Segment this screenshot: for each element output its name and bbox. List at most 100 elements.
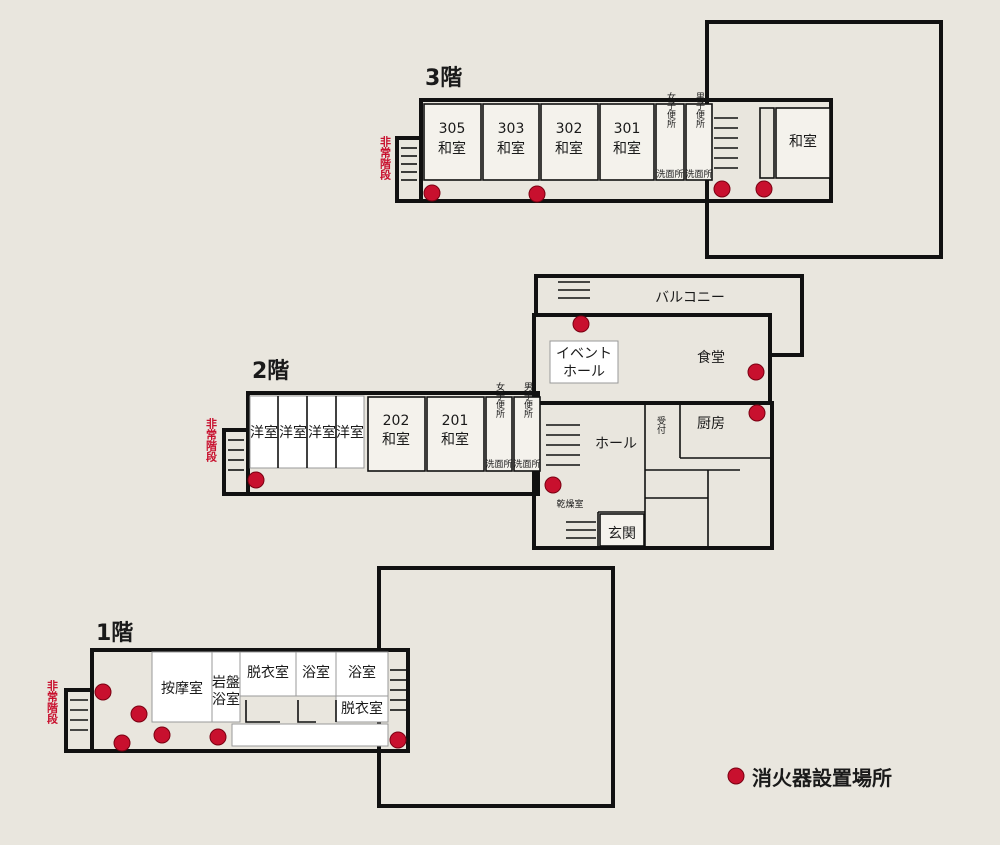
event-hall-label-line-1: イベント	[556, 346, 612, 362]
men-restroom-3f	[685, 103, 713, 181]
floor-3-stair-outline	[395, 136, 423, 203]
corridor-patch	[231, 723, 389, 747]
floor-1-stairs-icon	[70, 669, 406, 731]
room-305	[423, 103, 482, 181]
bath-room-1	[295, 651, 337, 697]
floor-3-extinguishers	[423, 180, 773, 203]
event-hall-label-line-2: ホール	[563, 364, 605, 380]
extinguisher-marker	[747, 363, 765, 381]
floor-1: 1階 非常階段 按摩室 岩盤 浴室 脱衣室 浴室 浴室 脱衣室	[46, 566, 615, 808]
floor-1-annex-outline	[377, 566, 615, 808]
floor-3: 3階 非常階段 305 和室 303 和室 302 和室 301 和室 女子便	[379, 20, 943, 259]
legend: 消火器設置場所	[727, 766, 892, 790]
yoshitsu-1-label: 洋室	[250, 424, 278, 441]
room-302-number: 302	[556, 121, 583, 137]
entrance-room	[599, 513, 645, 547]
bedrock-bath-label-line-2: 浴室	[212, 691, 240, 708]
extinguisher-marker	[153, 726, 171, 744]
floor-2-stairs-icon	[228, 281, 596, 539]
dressing-room-2	[335, 695, 389, 723]
extinguisher-marker	[423, 184, 441, 202]
room-301-number: 301	[614, 121, 641, 137]
room-201	[426, 396, 485, 472]
drying-room-label: 乾燥室	[556, 498, 583, 510]
extinguisher-marker	[389, 731, 407, 749]
room-303	[482, 103, 540, 181]
room-washitsu-3f-label: 和室	[789, 133, 817, 150]
room-303-number: 303	[498, 121, 525, 137]
room-202	[367, 396, 426, 472]
floor-3-inner-stairs-icon	[714, 107, 775, 179]
extinguisher-marker	[94, 683, 112, 701]
massage-room-label: 按摩室	[161, 680, 203, 697]
extinguisher-marker	[113, 734, 131, 752]
men-restroom-3f-label: 男子便所	[694, 92, 705, 129]
women-restroom-2f	[485, 396, 513, 472]
floor-2-stair-outline	[222, 428, 250, 496]
legend-marker-icon	[727, 767, 745, 785]
hall-label: ホール	[595, 436, 637, 452]
extinguisher-marker	[209, 728, 227, 746]
bath-room-1-label: 浴室	[302, 664, 330, 681]
extinguisher-marker	[130, 705, 148, 723]
room-305-label: 和室	[438, 140, 466, 157]
kitchen-label: 厨房	[697, 416, 725, 432]
floor-1-title: 1階	[96, 621, 133, 646]
legend-label: 消火器設置場所	[752, 766, 892, 790]
extinguisher-marker	[247, 471, 265, 489]
bedrock-bath-label-line-1: 岩盤	[212, 675, 240, 691]
floor-3-title: 3階	[425, 66, 462, 91]
floor-2-extinguishers	[247, 315, 766, 494]
floor-3-emergency-stairs-label: 非常階段	[379, 135, 392, 181]
washroom-3f-1-label: 洗面所	[656, 168, 683, 180]
hall-area-outline	[532, 401, 774, 550]
men-restroom-2f-label: 男子便所	[522, 382, 533, 419]
extinguisher-marker	[544, 476, 562, 494]
reception-label: 受付	[655, 415, 666, 435]
extinguisher-marker	[528, 185, 546, 203]
washroom-2f-1-label: 洗面所	[485, 458, 512, 470]
washroom-3f-2-label: 洗面所	[685, 168, 712, 180]
floor-2-emergency-stairs-label: 非常階段	[205, 417, 218, 463]
women-restroom-3f-label: 女子便所	[665, 91, 676, 129]
room-202-label: 和室	[382, 431, 410, 448]
room-201-label: 和室	[441, 431, 469, 448]
balcony-outline	[534, 274, 804, 357]
event-hall-patch	[549, 340, 619, 384]
dressing-room-2-label: 脱衣室	[341, 700, 383, 717]
extinguisher-marker	[572, 315, 590, 333]
room-202-number: 202	[383, 413, 410, 429]
dining-label: 食堂	[697, 349, 725, 366]
room-303-label: 和室	[497, 140, 525, 157]
floor-1-extinguishers	[94, 683, 407, 752]
floor-2: 2階 非常階段 洋室 洋室 洋室 洋室 2	[205, 274, 804, 550]
floor-3-stairs-icon	[401, 147, 417, 181]
men-restroom-2f	[513, 396, 541, 472]
massage-room	[151, 651, 213, 723]
bath-room-2-label: 浴室	[348, 664, 376, 681]
yoshitsu-4-label: 洋室	[336, 424, 364, 441]
dressing-room-1-label: 脱衣室	[247, 664, 289, 681]
yoshitsu-3-label: 洋室	[308, 424, 336, 441]
floor-1-emergency-stairs-label: 非常階段	[46, 679, 59, 725]
women-restroom-2f-label: 女子便所	[494, 381, 505, 419]
extinguisher-marker	[713, 180, 731, 198]
room-305-number: 305	[439, 121, 466, 137]
floor-2-title: 2階	[252, 359, 289, 384]
washroom-2f-2-label: 洗面所	[513, 458, 540, 470]
bath-room-2	[335, 651, 389, 697]
entrance-label: 玄関	[608, 525, 636, 542]
extinguisher-marker	[748, 404, 766, 422]
balcony-label: バルコニー	[655, 290, 725, 306]
room-201-number: 201	[442, 413, 469, 429]
extinguisher-marker	[755, 180, 773, 198]
dressing-room-1	[239, 651, 297, 697]
room-301-label: 和室	[613, 140, 641, 157]
room-301	[599, 103, 655, 181]
room-302-label: 和室	[555, 140, 583, 157]
room-302	[540, 103, 599, 181]
room-washitsu-3f	[775, 107, 831, 179]
women-restroom-3f	[655, 103, 685, 181]
yoshitsu-2-label: 洋室	[279, 424, 307, 441]
